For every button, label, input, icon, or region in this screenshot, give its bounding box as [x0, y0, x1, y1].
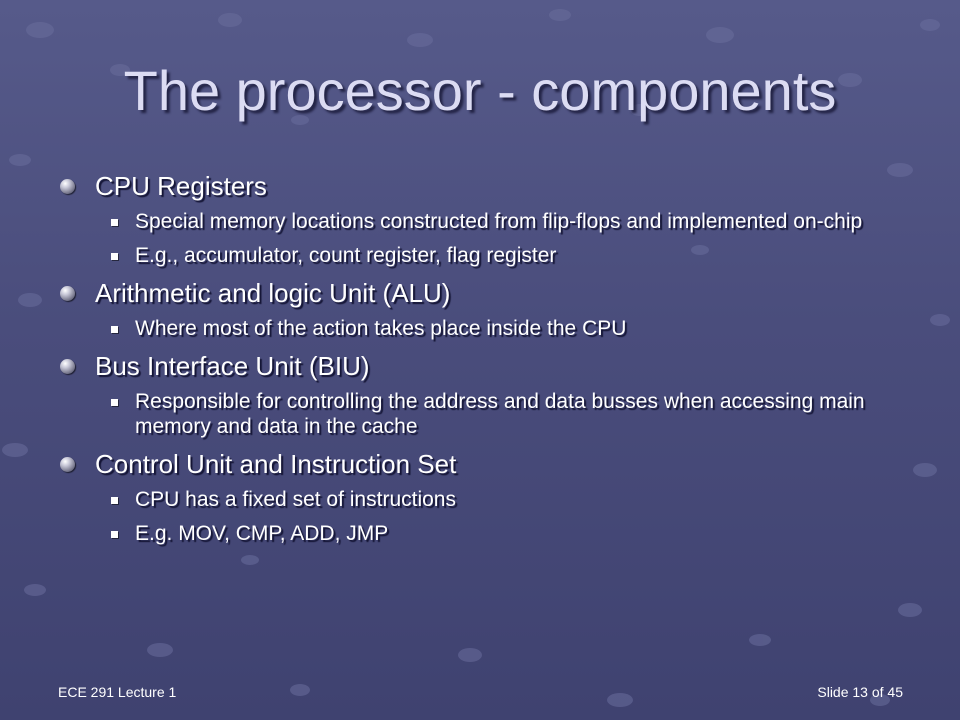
- sphere-bullet-icon: [60, 286, 75, 301]
- square-bullet-icon: [111, 326, 118, 333]
- bullet-biu: Bus Interface Unit (BIU): [60, 350, 920, 383]
- subbullet-text: CPU has a fixed set of instructions: [135, 488, 456, 511]
- bullet-label: Control Unit and Instruction Set: [95, 449, 457, 479]
- bullet-cpu-registers: CPU Registers: [60, 170, 920, 203]
- square-bullet-icon: [111, 531, 118, 538]
- square-bullet-icon: [111, 497, 118, 504]
- subbullet-item: E.g., accumulator, count register, flag …: [98, 243, 920, 268]
- subbullets-control-unit: CPU has a fixed set of instructions E.g.…: [98, 487, 920, 546]
- bullet-control-unit: Control Unit and Instruction Set: [60, 448, 920, 481]
- subbullet-item: Where most of the action takes place ins…: [98, 316, 920, 341]
- square-bullet-icon: [111, 219, 118, 226]
- square-bullet-icon: [111, 399, 118, 406]
- bullet-label: Arithmetic and logic Unit (ALU): [95, 278, 451, 308]
- footer-lecture: ECE 291 Lecture 1: [58, 684, 177, 700]
- sphere-bullet-icon: [60, 359, 75, 374]
- subbullets-cpu-registers: Special memory locations constructed fro…: [98, 209, 920, 268]
- sphere-bullet-icon: [60, 457, 75, 472]
- subbullet-item: CPU has a fixed set of instructions: [98, 487, 920, 512]
- bullet-label: Bus Interface Unit (BIU): [95, 351, 370, 381]
- bullet-label: CPU Registers: [95, 171, 267, 201]
- subbullet-text: E.g. MOV, CMP, ADD, JMP: [135, 522, 389, 545]
- subbullet-text: Responsible for controlling the address …: [135, 390, 865, 438]
- bullet-alu: Arithmetic and logic Unit (ALU): [60, 277, 920, 310]
- subbullet-item: E.g. MOV, CMP, ADD, JMP: [98, 521, 920, 546]
- subbullet-text: Where most of the action takes place ins…: [135, 317, 627, 340]
- footer-slide-number: Slide 13 of 45: [817, 684, 903, 700]
- slide-title: The processor - components: [123, 59, 837, 122]
- subbullet-item: Responsible for controlling the address …: [98, 389, 920, 439]
- subbullet-item: Special memory locations constructed fro…: [98, 209, 920, 234]
- subbullets-alu: Where most of the action takes place ins…: [98, 316, 920, 341]
- subbullet-text: E.g., accumulator, count register, flag …: [135, 244, 557, 267]
- subbullets-biu: Responsible for controlling the address …: [98, 389, 920, 439]
- subbullet-text: Special memory locations constructed fro…: [135, 210, 863, 233]
- sphere-bullet-icon: [60, 179, 75, 194]
- square-bullet-icon: [111, 253, 118, 260]
- bullet-list: CPU Registers Special memory locations c…: [60, 170, 920, 555]
